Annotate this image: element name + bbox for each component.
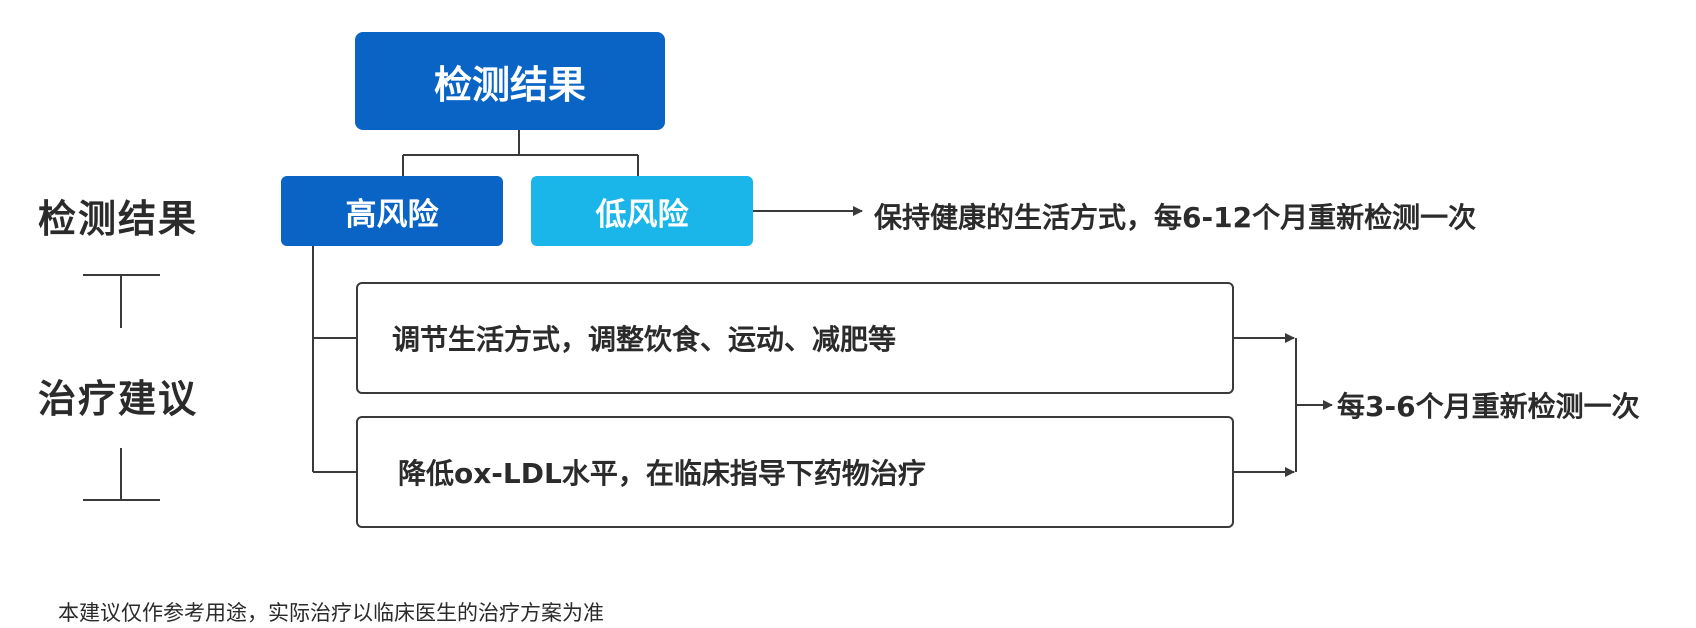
advice-box-lifestyle: 调节生活方式，调整饮食、运动、减肥等 <box>356 282 1234 394</box>
side-label-treatment: 治疗建议 <box>38 377 199 421</box>
advice-box-medication: 降低ox-LDL水平，在临床指导下药物治疗 <box>356 416 1234 528</box>
results-root-box: 检测结果 <box>355 32 665 130</box>
low-risk-advice: 保持健康的生活方式，每6-12个月重新检测一次 <box>874 201 1477 234</box>
advice-text-lifestyle: 调节生活方式，调整饮食、运动、减肥等 <box>392 323 897 356</box>
high-risk-box: 高风险 <box>281 176 503 246</box>
side-label-results: 检测结果 <box>38 197 199 241</box>
advice-text-medication: 降低ox-LDL水平，在临床指导下药物治疗 <box>398 457 926 490</box>
high-risk-followup: 每3-6个月重新检测一次 <box>1337 390 1640 423</box>
footnote: 本建议仅作参考用途，实际治疗以临床医生的治疗方案为准 <box>58 601 604 625</box>
low-risk-box: 低风险 <box>531 176 753 246</box>
